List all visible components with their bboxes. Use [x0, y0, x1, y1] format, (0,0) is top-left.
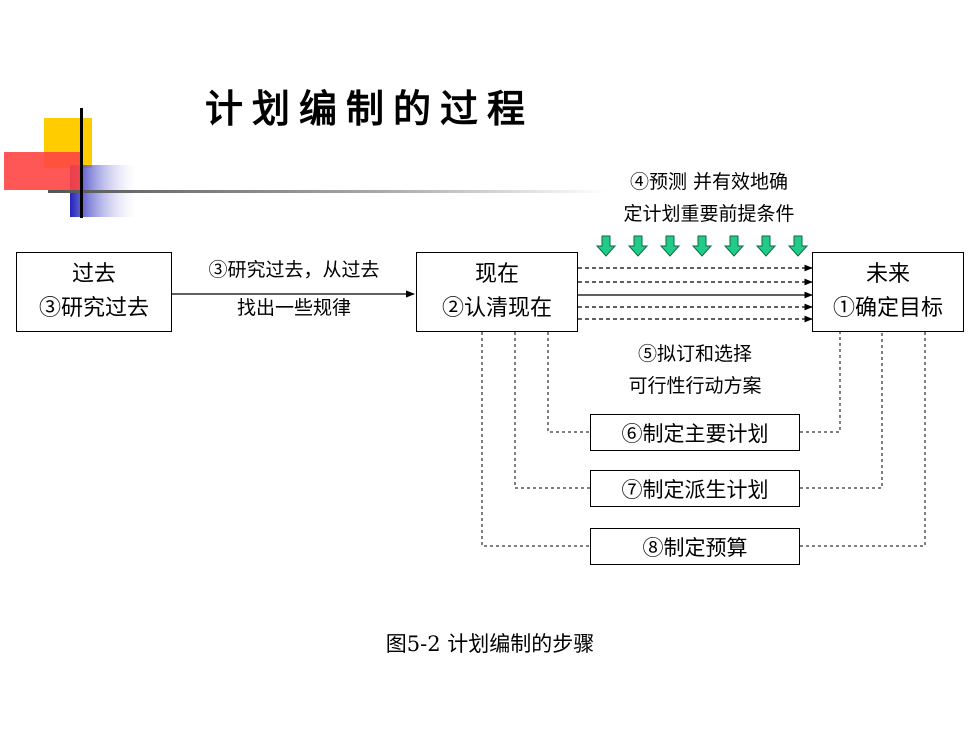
- plan-box-budget-label: ⑧制定预算: [642, 535, 748, 560]
- slide-title: 计划编制的过程: [205, 87, 535, 131]
- plan-box-derived: ⑦制定派生计划: [590, 470, 800, 507]
- box-past-line1: 过去: [71, 262, 116, 287]
- forecast-note-line2: 定计划重要前提条件: [623, 203, 795, 225]
- plan-box-main-label: ⑥制定主要计划: [621, 421, 769, 446]
- forecast-note: ④预测 并有效地确 定计划重要前提条件: [584, 166, 834, 230]
- box-present: 现在 ②认清现在: [416, 252, 578, 332]
- down-arrow-icon: [691, 235, 713, 257]
- box-past-line2: ③研究过去: [38, 296, 149, 321]
- down-arrow-icon: [659, 235, 681, 257]
- past-to-present-label-line1: ③研究过去，从过去: [208, 259, 380, 281]
- box-present-line1: 现在: [474, 262, 519, 287]
- select-note: ⑤拟订和选择 可行性行动方案: [590, 338, 800, 402]
- forecast-note-line1: ④预测 并有效地确: [629, 171, 789, 193]
- box-future-line2: ①确定目标: [832, 296, 943, 321]
- plan-dashed-links: [481, 332, 926, 547]
- down-arrow-icon: [627, 235, 649, 257]
- down-arrow-icon: [787, 235, 809, 257]
- plan-box-budget: ⑧制定预算: [590, 528, 800, 565]
- past-to-present-label-line2: 找出一些规律: [236, 297, 351, 319]
- select-note-line2: 可行性行动方案: [628, 375, 762, 397]
- figure-caption: 图5-2 计划编制的步骤: [385, 632, 595, 656]
- plan-box-derived-label: ⑦制定派生计划: [621, 477, 769, 502]
- select-note-line1: ⑤拟订和选择: [637, 343, 752, 365]
- plan-box-main: ⑥制定主要计划: [590, 414, 800, 451]
- box-future-line1: 未来: [865, 262, 910, 287]
- box-present-line2: ②认清现在: [441, 296, 552, 321]
- present-to-future-arrows: [578, 264, 813, 323]
- box-past: 过去 ③研究过去: [16, 252, 172, 332]
- past-to-present-label: ③研究过去，从过去 找出一些规律: [174, 254, 414, 324]
- ornament-red-square: [4, 152, 80, 190]
- forecast-down-arrows: [595, 235, 809, 257]
- ornament-vertical-bar: [80, 108, 83, 218]
- box-future: 未来 ①确定目标: [812, 252, 964, 332]
- down-arrow-icon: [595, 235, 617, 257]
- ornament-rule: [48, 190, 608, 193]
- down-arrow-icon: [755, 235, 777, 257]
- down-arrow-icon: [723, 235, 745, 257]
- slide-ornament: [4, 108, 608, 218]
